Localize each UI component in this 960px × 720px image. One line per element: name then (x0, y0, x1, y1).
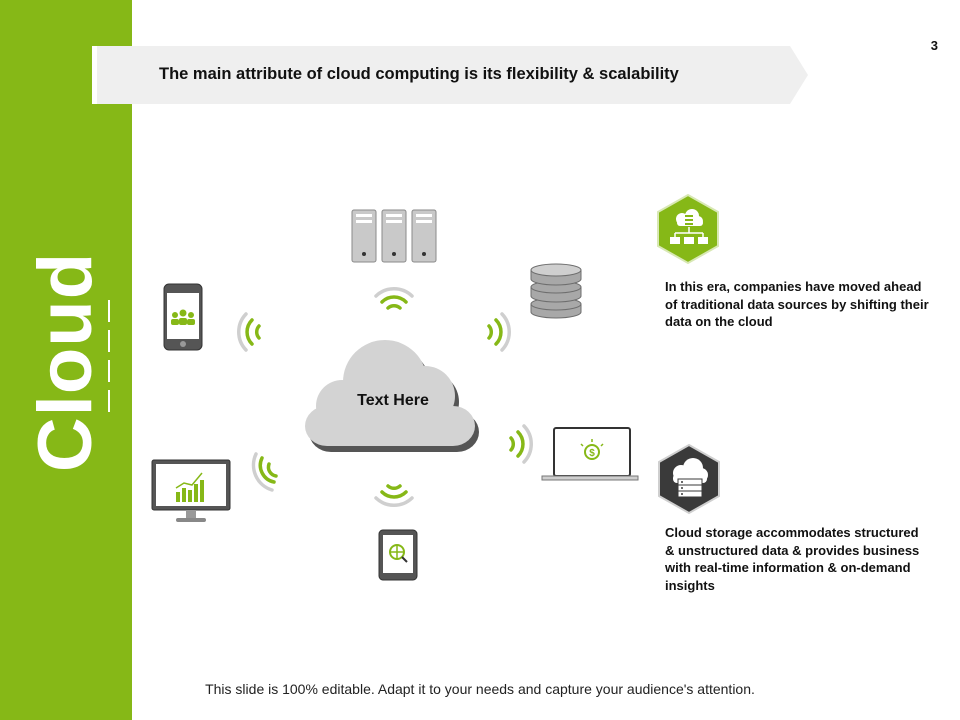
tablet-icon (378, 529, 418, 581)
svg-text:$: $ (589, 448, 595, 459)
cloud-label: Text Here (357, 392, 429, 409)
wifi-signal-icon (251, 452, 278, 492)
cloud-network-icon (657, 193, 719, 265)
wifi-signal-icon (374, 287, 414, 310)
sidebar: Cloud (0, 0, 132, 720)
wifi-signal-icon (509, 424, 533, 464)
headline-banner: The main attribute of cloud computing is… (92, 46, 808, 104)
side-title: Cloud (23, 251, 108, 473)
database-icon (530, 263, 582, 319)
point-text-1: In this era, companies have moved ahead … (665, 279, 929, 329)
cloud-diagram: Text Here $ (132, 180, 652, 600)
footer-note: This slide is 100% editable. Adapt it to… (205, 681, 755, 697)
server-rack-icon (351, 209, 437, 263)
page-number: 3 (930, 38, 938, 53)
headline: The main attribute of cloud computing is… (159, 65, 679, 83)
monitor-icon (151, 459, 231, 522)
cloud-server-icon (658, 443, 720, 515)
wifi-signal-icon (487, 312, 511, 352)
decorative-dashes (108, 300, 110, 412)
laptop-icon: $ (541, 427, 639, 481)
point-text-2: Cloud storage accommodates structured & … (665, 525, 920, 593)
smartphone-icon (163, 283, 203, 351)
central-cloud: Text Here (300, 330, 486, 460)
wifi-signal-icon (237, 312, 261, 352)
wifi-signal-icon (374, 484, 414, 507)
